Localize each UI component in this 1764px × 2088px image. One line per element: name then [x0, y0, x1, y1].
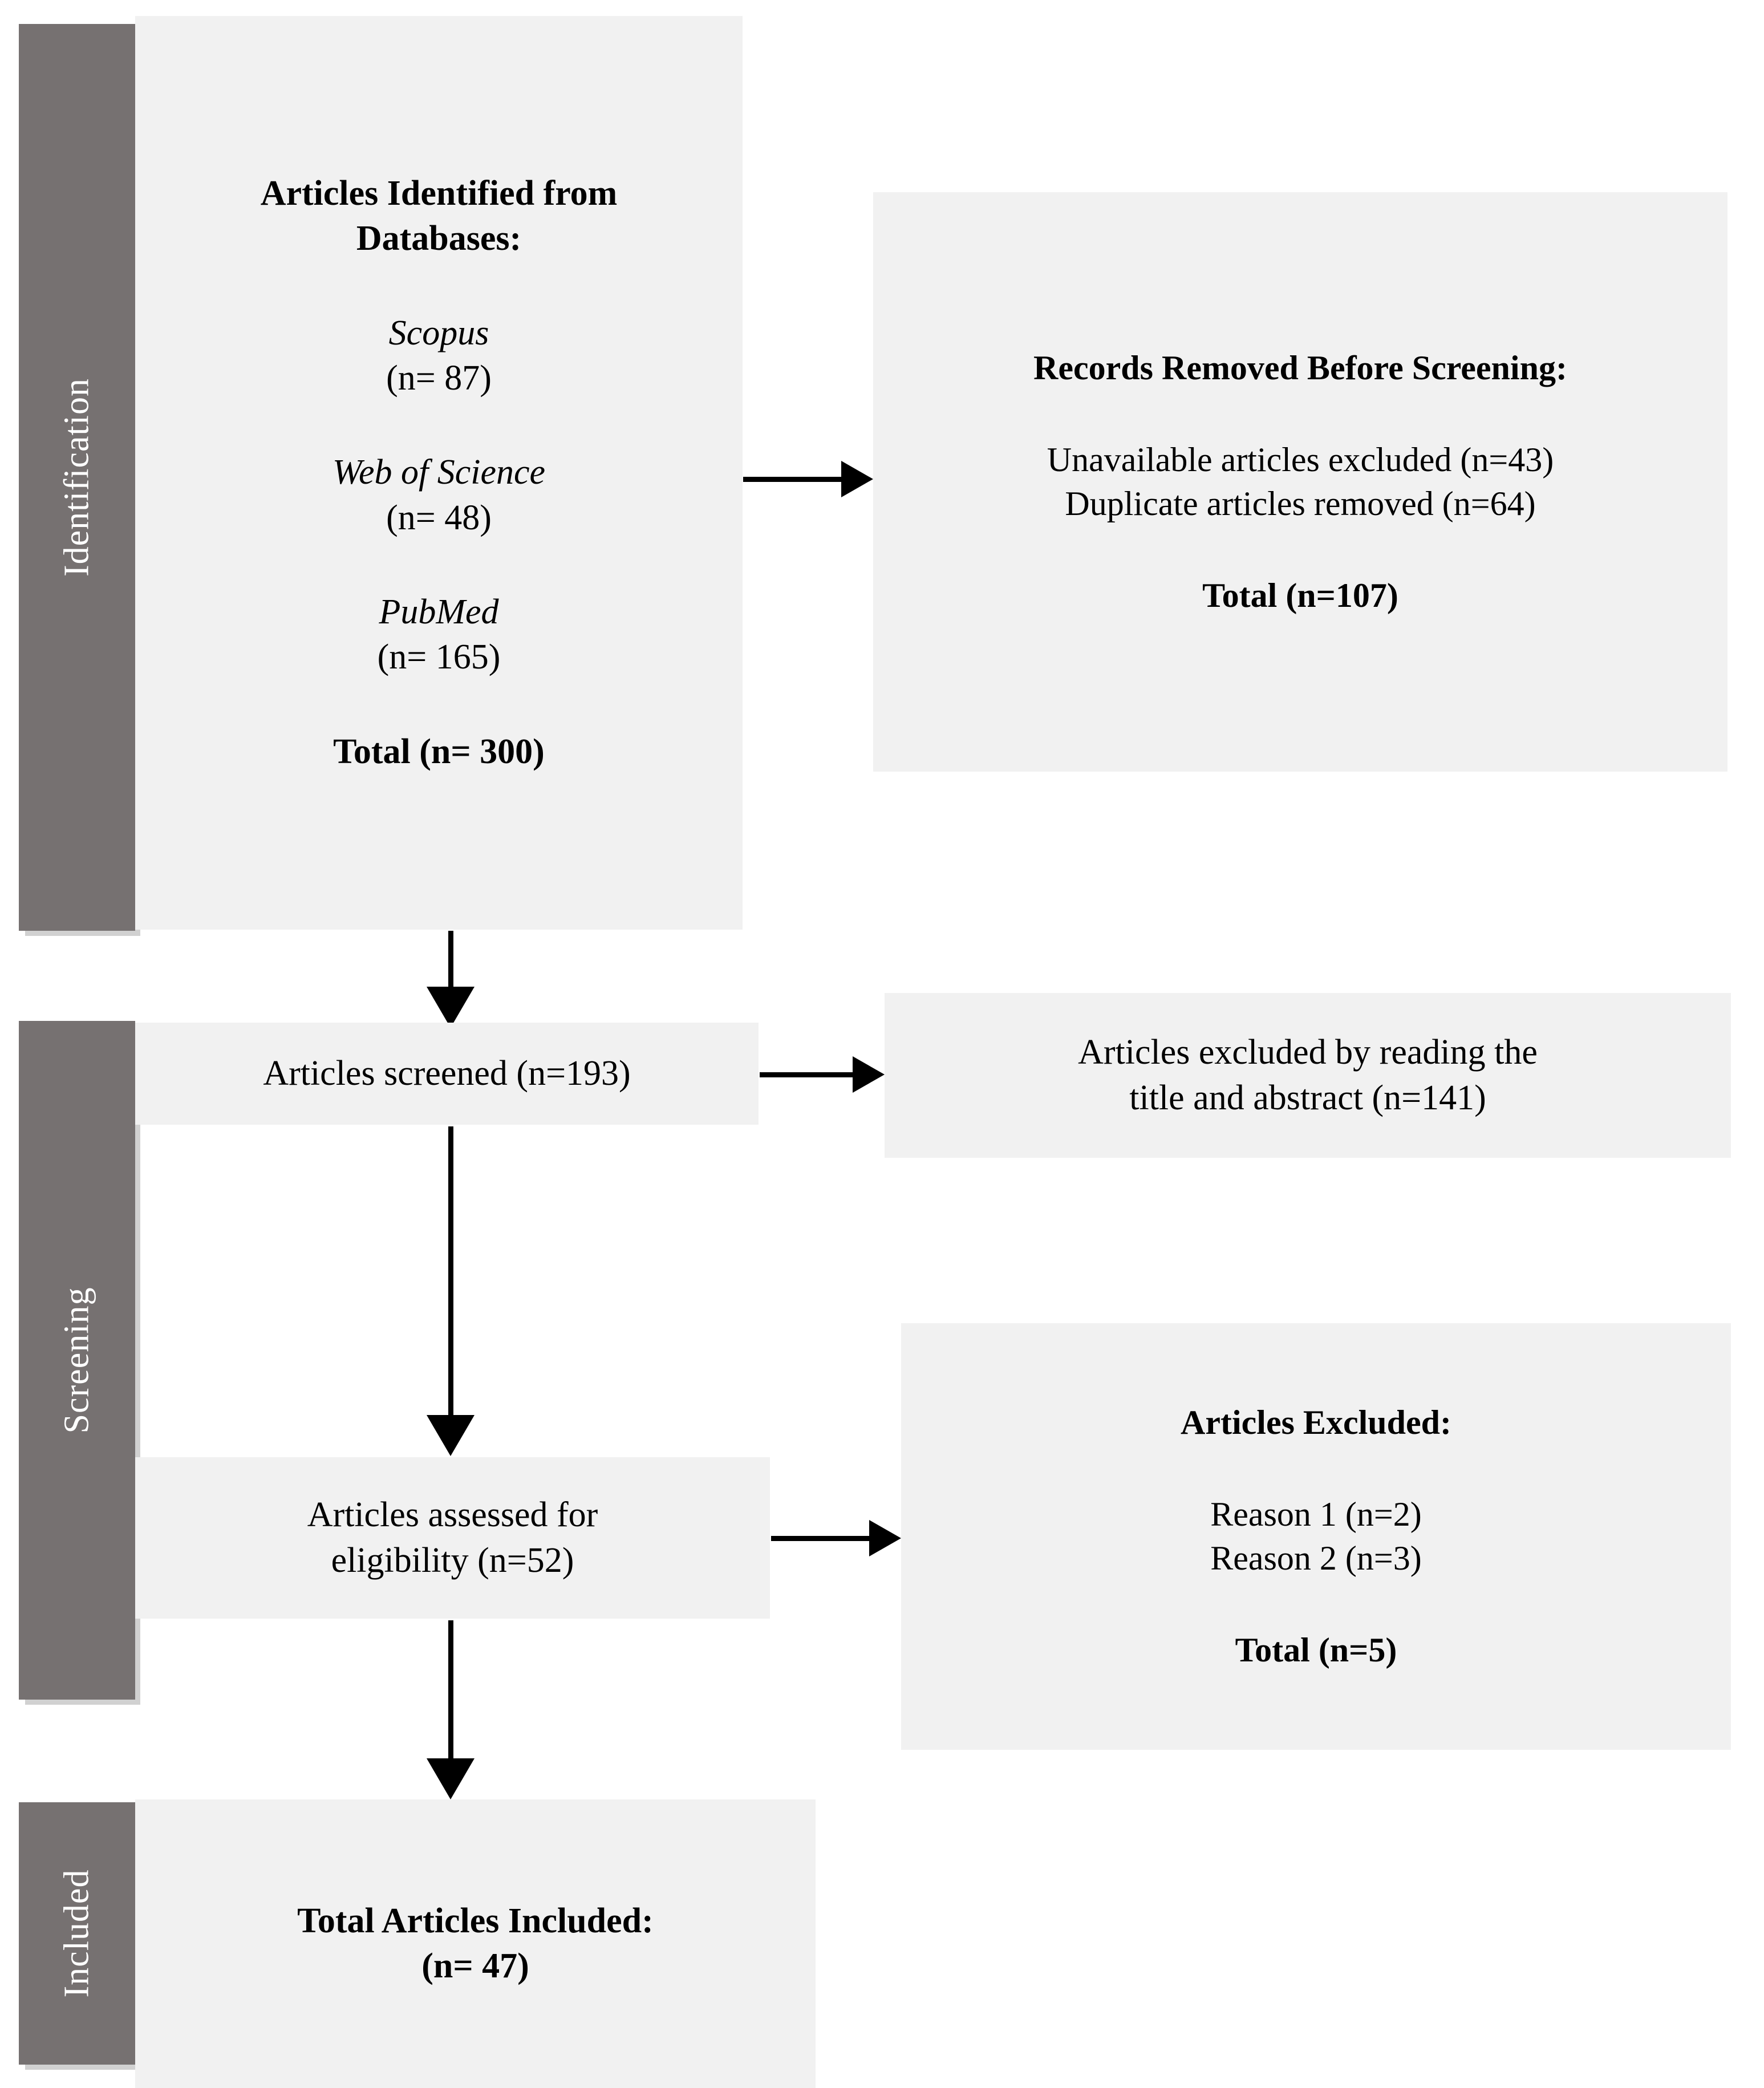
box-total-articles-included: Total Articles Included: (n= 47) [135, 1799, 816, 2088]
arrow-shaft [448, 1126, 453, 1417]
articles-assessed-line1: Articles assessed for [307, 1495, 598, 1535]
arrow-head-down-icon [427, 1758, 475, 1799]
arrow-shaft [771, 1536, 869, 1541]
articles-assessed-line2: eligibility (n=52) [331, 1540, 574, 1580]
articles-screened-text: Articles screened (n=193) [263, 1053, 631, 1093]
phase-label-screening: Screening [57, 1287, 96, 1434]
articles-excluded-reason-1: Reason 1 (n=2) [1210, 1495, 1422, 1534]
phase-rail-included: Included [19, 1802, 135, 2065]
arrow-head-right-icon [853, 1056, 885, 1093]
records-removed-reason-1: Unavailable articles excluded (n=43) [1047, 441, 1554, 479]
phase-label-identification: Identification [57, 378, 96, 577]
box-excluded-title-abstract: Articles excluded by reading the title a… [885, 993, 1731, 1158]
arrow-shaft [448, 1620, 453, 1761]
box-records-removed: Records Removed Before Screening: Unavai… [873, 192, 1727, 772]
excluded-title-abstract-line1: Articles excluded by reading the [1078, 1033, 1538, 1072]
phase-label-included: Included [57, 1869, 96, 1998]
total-included-line2: (n= 47) [421, 1947, 529, 1985]
box-articles-assessed: Articles assessed for eligibility (n=52) [135, 1457, 770, 1619]
source-count-pubmed: (n= 165) [377, 638, 501, 677]
arrow-head-right-icon [841, 461, 873, 497]
arrow-shaft [448, 931, 453, 990]
articles-excluded-reason-2: Reason 2 (n=3) [1210, 1539, 1422, 1577]
arrow-shaft [743, 477, 841, 482]
identified-heading-line1: Articles Identified from [260, 173, 618, 213]
phase-rail-identification: Identification [19, 24, 135, 931]
arrow-head-right-icon [869, 1520, 901, 1556]
arrow-shaft [760, 1072, 853, 1077]
phase-rail-screening: Screening [19, 1021, 135, 1700]
box-articles-excluded: Articles Excluded: Reason 1 (n=2) Reason… [901, 1323, 1731, 1750]
source-name-web-of-science: Web of Science [332, 453, 545, 492]
box-articles-screened: Articles screened (n=193) [135, 1023, 759, 1125]
box-articles-identified: Articles Identified from Databases: Scop… [135, 16, 743, 930]
total-included-line1: Total Articles Included: [297, 1901, 654, 1940]
source-name-scopus: Scopus [388, 313, 489, 352]
identified-heading-line2: Databases: [356, 219, 522, 258]
articles-excluded-heading: Articles Excluded: [1181, 1404, 1451, 1442]
source-count-scopus: (n= 87) [386, 358, 492, 398]
source-name-pubmed: PubMed [379, 593, 499, 632]
arrow-head-down-icon [427, 987, 475, 1028]
arrow-head-down-icon [427, 1415, 475, 1456]
records-removed-reason-2: Duplicate articles removed (n=64) [1065, 485, 1536, 522]
identified-total: Total (n= 300) [333, 732, 545, 771]
records-removed-total: Total (n=107) [1202, 576, 1398, 614]
source-count-web-of-science: (n= 48) [386, 498, 492, 537]
excluded-title-abstract-line2: title and abstract (n=141) [1129, 1078, 1486, 1117]
records-removed-heading: Records Removed Before Screening: [1033, 349, 1567, 387]
articles-excluded-total: Total (n=5) [1235, 1631, 1397, 1669]
